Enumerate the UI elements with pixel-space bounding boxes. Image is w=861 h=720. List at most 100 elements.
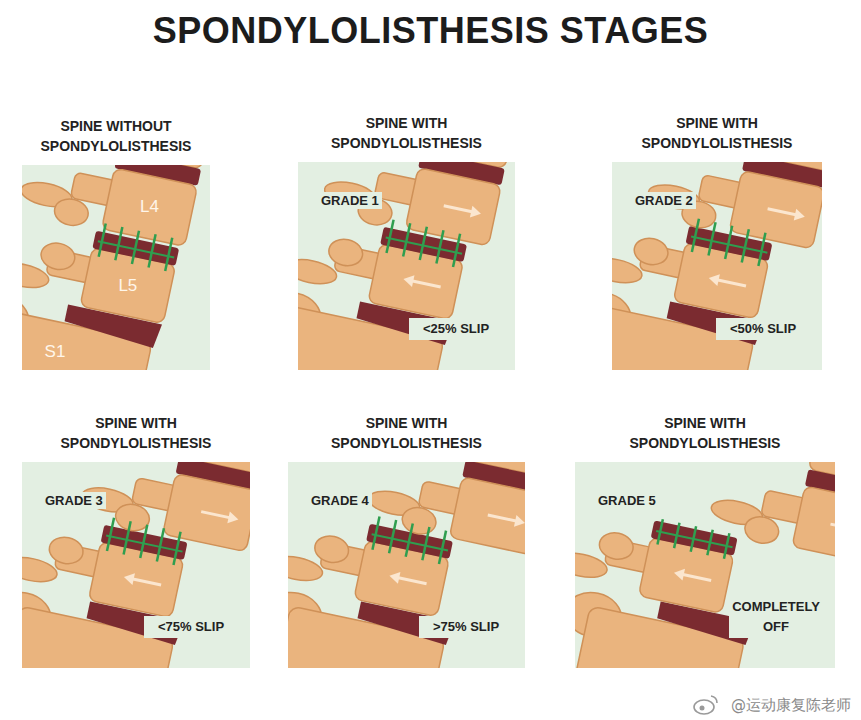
slip-arrow-head bbox=[514, 515, 525, 529]
slip-arrow bbox=[768, 209, 797, 215]
l4-body bbox=[405, 168, 501, 246]
slip-arrow bbox=[411, 281, 440, 287]
panel-heading: SPINE WITH SPONDYLOLISTHESIS bbox=[307, 413, 507, 453]
alignment-mark bbox=[707, 530, 712, 555]
l4-body bbox=[102, 168, 198, 246]
alignment-mark bbox=[132, 231, 139, 264]
panel-heading: SPINE WITHOUT SPONDYLOLISTHESIS bbox=[16, 116, 216, 156]
alignment-mark bbox=[692, 219, 699, 252]
alignment-mark bbox=[403, 223, 410, 256]
slip-arrow bbox=[682, 574, 711, 580]
stage-panel: SPINE WITH SPONDYLOLISTHESISGRADE 5COMPL… bbox=[575, 462, 835, 668]
slip-arrow bbox=[830, 524, 835, 530]
slip-label: >75% SLIP bbox=[419, 616, 513, 638]
spine-illustration bbox=[288, 462, 525, 668]
alignment-mark bbox=[157, 528, 164, 561]
alignment-mark bbox=[709, 222, 716, 255]
alignment-mark bbox=[107, 518, 114, 551]
alignment-mark bbox=[691, 526, 696, 551]
slip-arrow bbox=[488, 515, 517, 521]
vertebra-label: S1 bbox=[45, 342, 66, 362]
grade-label: GRADE 3 bbox=[42, 492, 106, 509]
slip-label: COMPLETELY OFF bbox=[729, 596, 823, 638]
panel-heading: SPINE WITH SPONDYLOLISTHESIS bbox=[617, 113, 817, 153]
stage-panel: SPINE WITH SPONDYLOLISTHESISGRADE 4>75% … bbox=[288, 462, 525, 668]
slip-arrow bbox=[444, 206, 473, 212]
panel-background bbox=[22, 165, 210, 370]
l4-facet bbox=[742, 514, 781, 547]
spine-illustration bbox=[612, 162, 822, 370]
alignment-mark bbox=[657, 519, 662, 544]
watermark: @运动康复陈老师 bbox=[731, 696, 851, 715]
alignment-mark bbox=[149, 234, 156, 267]
slip-arrow-head bbox=[794, 209, 806, 223]
diagram-title: SPONDYLOLISTHESIS STAGES bbox=[0, 10, 861, 52]
l4-facet bbox=[52, 196, 91, 229]
alignment-mark bbox=[420, 227, 427, 260]
vertebra-label: L5 bbox=[118, 276, 137, 296]
alignment-mark bbox=[724, 533, 729, 558]
grade-label: GRADE 5 bbox=[595, 492, 659, 509]
vertebra-label: L4 bbox=[140, 197, 159, 217]
l4-body bbox=[792, 486, 835, 564]
alignment-mark bbox=[387, 220, 394, 253]
stage-panel: SPINE WITHOUT SPONDYLOLISTHESISL4L5S1 bbox=[22, 165, 210, 370]
alignment-mark bbox=[758, 233, 765, 266]
alignment-mark bbox=[124, 521, 131, 554]
alignment-mark bbox=[115, 227, 122, 260]
grade-label: GRADE 1 bbox=[318, 192, 382, 209]
spine-illustration bbox=[298, 162, 515, 370]
l4-body bbox=[729, 171, 822, 249]
spine-drawing bbox=[22, 165, 210, 370]
alignment-mark bbox=[725, 226, 732, 259]
alignment-mark bbox=[99, 224, 106, 257]
alignment-mark bbox=[453, 234, 460, 267]
slip-arrow-head bbox=[470, 206, 482, 220]
slip-arrow-head bbox=[227, 512, 239, 526]
spine-illustration bbox=[22, 462, 250, 668]
l4-facet bbox=[400, 505, 439, 538]
alignment-mark bbox=[742, 229, 749, 262]
l5-facet bbox=[597, 530, 636, 563]
panel-heading: SPINE WITH SPONDYLOLISTHESIS bbox=[36, 413, 236, 453]
l5-facet bbox=[312, 533, 351, 566]
slip-label: <75% SLIP bbox=[144, 616, 238, 638]
alignment-mark bbox=[436, 230, 443, 263]
slip-arrow bbox=[717, 280, 746, 286]
alignment-mark bbox=[173, 532, 180, 565]
alignment-mark bbox=[372, 516, 379, 549]
slip-arrow bbox=[201, 512, 230, 518]
grade-label: GRADE 4 bbox=[308, 492, 372, 509]
weibo-logo-wave bbox=[711, 696, 717, 703]
slip-label: <25% SLIP bbox=[409, 318, 503, 340]
stage-panel: SPINE WITH SPONDYLOLISTHESISGRADE 2<50% … bbox=[612, 162, 822, 370]
alignment-mark bbox=[439, 531, 446, 564]
l4-body bbox=[163, 473, 250, 551]
weibo-logo-eye bbox=[700, 706, 705, 711]
alignment-mark bbox=[389, 520, 396, 553]
slip-arrow-head bbox=[673, 567, 685, 581]
slip-label: <50% SLIP bbox=[716, 318, 810, 340]
slip-arrow-head bbox=[388, 570, 400, 584]
alignment-mark bbox=[406, 524, 413, 557]
l4-body bbox=[449, 477, 525, 555]
spine-illustration bbox=[575, 462, 835, 668]
slip-arrow-head bbox=[123, 571, 135, 585]
l5-facet bbox=[632, 235, 671, 268]
slip-arrow bbox=[397, 578, 426, 584]
l5-facet bbox=[47, 534, 86, 567]
spine-illustration bbox=[22, 165, 210, 370]
l5-facet bbox=[326, 236, 365, 269]
slip-arrow-head bbox=[708, 272, 720, 286]
l5-facet bbox=[39, 240, 78, 273]
alignment-mark bbox=[674, 523, 679, 548]
slip-arrow bbox=[132, 579, 161, 585]
stage-panel: SPINE WITH SPONDYLOLISTHESISGRADE 1<25% … bbox=[298, 162, 515, 370]
stage-panel: SPINE WITH SPONDYLOLISTHESISGRADE 3<75% … bbox=[22, 462, 250, 668]
alignment-mark bbox=[422, 527, 429, 560]
alignment-mark bbox=[140, 525, 147, 558]
panel-heading: SPINE WITH SPONDYLOLISTHESIS bbox=[307, 113, 507, 153]
panel-heading: SPINE WITH SPONDYLOLISTHESIS bbox=[605, 413, 805, 453]
alignment-mark bbox=[165, 238, 172, 271]
grade-label: GRADE 2 bbox=[632, 192, 696, 209]
